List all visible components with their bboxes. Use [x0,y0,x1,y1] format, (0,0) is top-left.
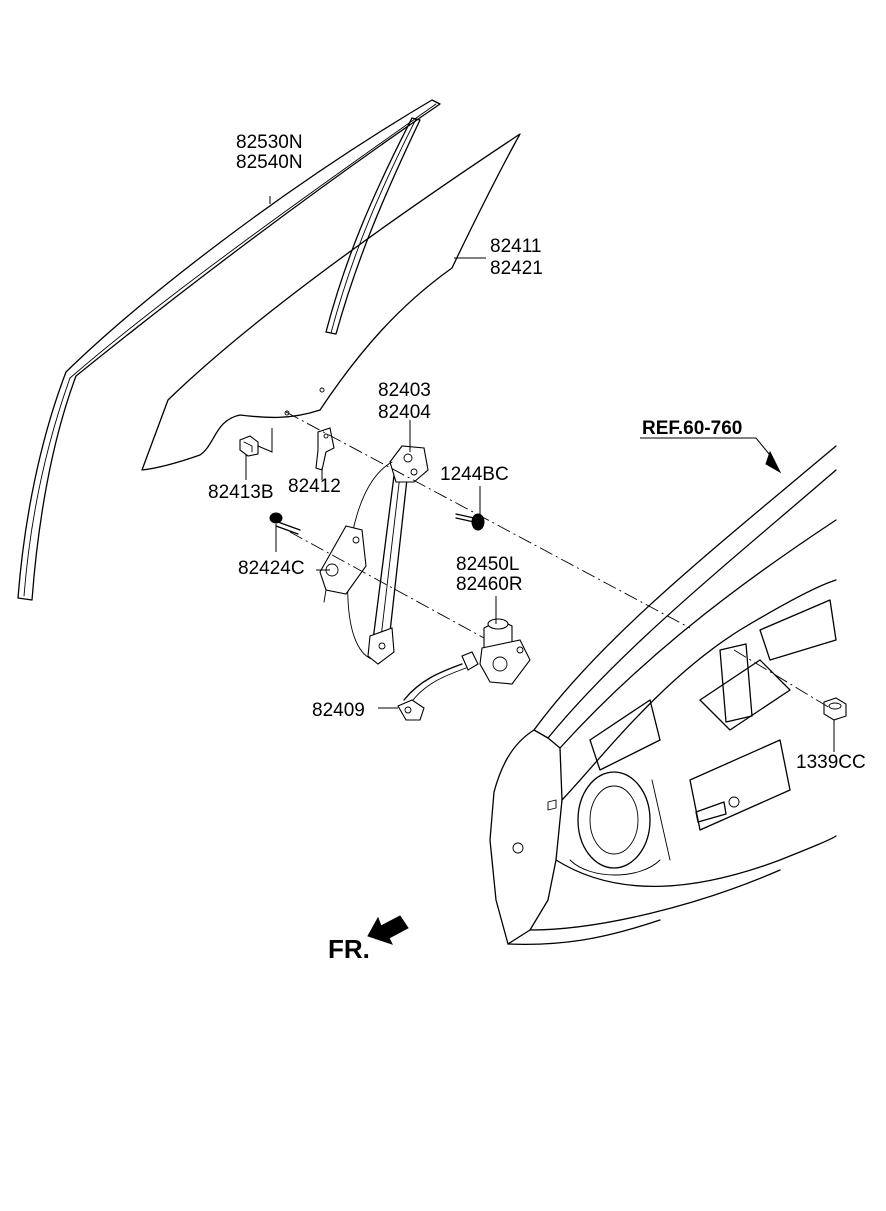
label-regulator-1: 82403 [378,380,431,401]
label-harness: 82409 [312,700,365,721]
label-door-glass-2: 82421 [490,258,543,279]
window-run-channel [17,99,441,601]
leader-lines [245,196,835,752]
label-regulator-2: 82404 [378,402,431,423]
front-arrow-icon [367,915,409,945]
front-direction-marker: FR. [328,915,409,964]
label-bracket: 82412 [288,476,341,497]
wiring-harness [397,651,479,721]
label-run-channel-2: 82540N [236,152,303,173]
window-regulator [319,445,429,665]
label-bolt-82424c: 82424C [238,558,305,579]
glass-bracket [315,427,335,471]
label-bolt-1244bc: 1244BC [440,464,509,485]
label-run-channel-1: 82530N [236,132,303,153]
callout-labels: 82530N 82540N 82411 82421 82403 82404 12… [208,132,866,773]
label-door-glass-1: 82411 [490,236,541,257]
door-glass [141,133,521,471]
label-glass-clip: 82413B [208,482,274,503]
bolt-82424c [269,512,301,535]
label-motor-1: 82450L [456,554,519,575]
label-motor-2: 82460R [456,574,523,595]
bolt-1244bc [455,513,485,531]
regulator-motor [479,618,531,685]
assembly-lines [285,411,831,709]
nut-1339cc [823,697,847,721]
label-front: FR. [328,934,370,964]
glass-clip [239,428,273,457]
door-inner-panel [489,445,837,945]
label-nut: 1339CC [796,752,866,773]
label-reference: REF.60-760 [642,418,742,439]
